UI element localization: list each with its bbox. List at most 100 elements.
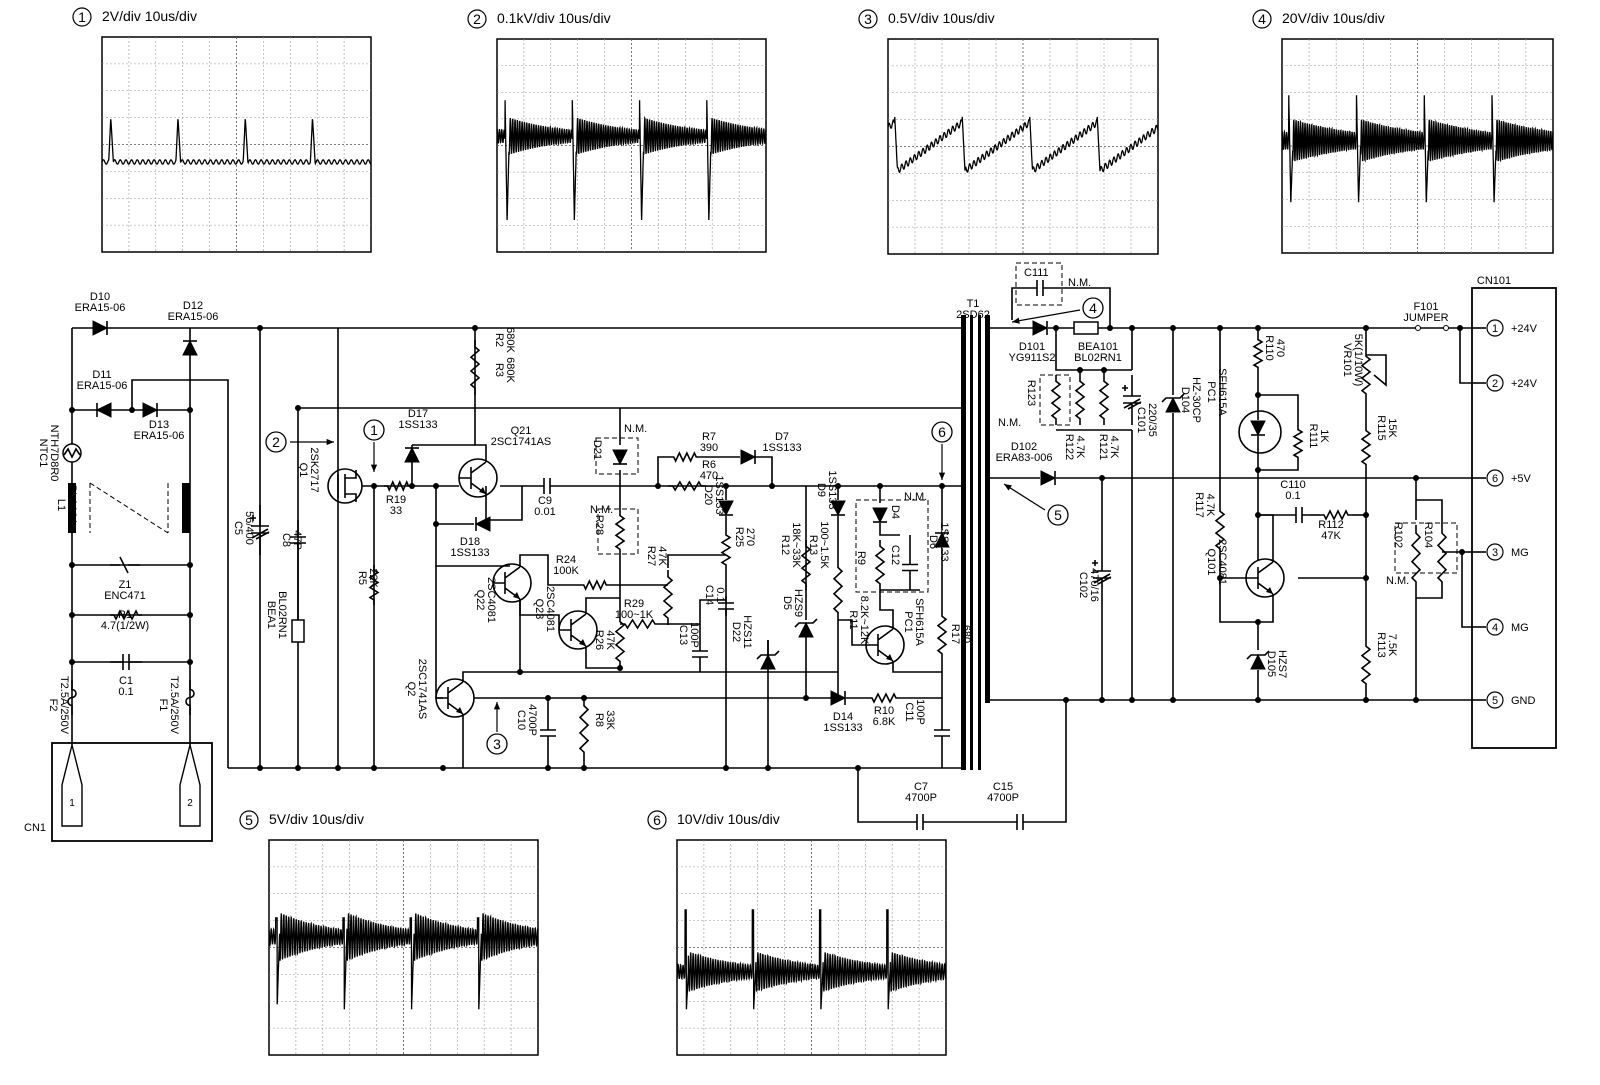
probe-arrow-line	[1003, 483, 1046, 511]
r25-label-line: 270	[744, 528, 756, 546]
junction-dot	[1101, 367, 1107, 373]
q22-label-line: 2SC4081	[485, 577, 497, 623]
d102-symbol	[1040, 470, 1057, 486]
c14-label-line: C14	[703, 585, 715, 605]
bea101-label-line: BL02RN1	[1074, 352, 1122, 364]
r121-label-line: 4.7K	[1108, 436, 1120, 459]
d5-cathode-bar	[794, 618, 818, 628]
bea101-bead-symbol	[1073, 321, 1099, 335]
q23-emitter-arrow	[579, 639, 586, 646]
r115-label-line: 15K	[1386, 418, 1398, 438]
r9-label-line: R9	[855, 551, 867, 565]
c15-label-line: C15	[993, 781, 1013, 793]
junction-dot	[1255, 325, 1261, 331]
r110-symbol	[1252, 335, 1264, 372]
q101-label-line: Q101	[1205, 549, 1217, 576]
junction-dot	[187, 562, 193, 568]
r2-r3-symbol	[469, 340, 481, 395]
bea1-label-line: BEA1	[265, 601, 277, 629]
ntc1-thermistor-mark	[63, 447, 81, 459]
probe-arrow-head	[1012, 317, 1020, 324]
probe-circle	[265, 431, 287, 453]
wire	[462, 671, 520, 682]
cn1-connector-box	[51, 742, 213, 842]
junction-dot	[1457, 325, 1463, 331]
cn101-pin-number: 4	[1492, 622, 1498, 634]
c7-label-line: 4700P	[905, 792, 937, 804]
cn101-pin-label: MG	[1511, 547, 1529, 559]
r7-label-line: R7	[702, 431, 716, 443]
q2-label-line: 2SC1741AS	[416, 659, 428, 720]
probe-circle	[1047, 504, 1069, 526]
r6-label-line: R6	[702, 459, 716, 471]
f2-symbol	[67, 680, 77, 715]
junction-dot	[433, 521, 439, 527]
r122-symbol	[1074, 375, 1086, 425]
d6-label-line: D6	[927, 535, 939, 549]
c14-symbol	[718, 596, 734, 616]
c110-label-line: 0.1	[1285, 490, 1300, 502]
f101-label-line: JUMPER	[1403, 312, 1448, 324]
t1-secondary-winding	[985, 315, 990, 703]
junction-dot	[1413, 475, 1419, 481]
nm-label: N.M.	[590, 504, 613, 516]
q21-label-line: Q21	[511, 425, 532, 437]
probe-arrow-line	[1011, 309, 1081, 323]
probe-arrow-head	[370, 464, 378, 472]
d13-label-line: ERA15-06	[134, 430, 185, 442]
junction-dot	[257, 325, 263, 331]
r13-symbol	[832, 560, 844, 620]
r13-label-line: R13	[807, 535, 819, 555]
cn101-pin-label: +5V	[1511, 473, 1532, 485]
r121-symbol	[1098, 375, 1110, 425]
r112-label-line: 47K	[1321, 530, 1341, 542]
q101-label-line: 2SC4081	[1216, 539, 1228, 585]
d22-symbol	[760, 653, 776, 670]
bea101-label-line: BEA101	[1078, 341, 1118, 353]
probe-circle	[363, 419, 385, 441]
d17-label-line: D17	[408, 408, 428, 420]
junction-dot	[1077, 367, 1083, 373]
r26-label-line: 47K	[604, 630, 616, 650]
f2-label-line: F2	[47, 699, 59, 712]
r117-label-line: R117	[1193, 492, 1205, 517]
cn101-pin-circle	[1486, 469, 1504, 487]
probe-circle	[486, 733, 508, 755]
junction-dot	[257, 765, 263, 771]
probe-arrow-head	[493, 702, 501, 710]
c1-label-line: C1	[119, 675, 133, 687]
d11-symbol	[95, 402, 112, 418]
q22-emitter-arrow	[513, 592, 520, 599]
r25-symbol	[720, 530, 732, 570]
r122-label-line: 4.7K	[1074, 436, 1086, 459]
cn101-label: CN101	[1477, 275, 1511, 287]
wire	[585, 597, 620, 614]
scope-waveform	[268, 913, 539, 1010]
q22-label-line: Q22	[474, 590, 486, 611]
d14-label-line: D14	[833, 711, 853, 723]
wire	[1366, 354, 1387, 387]
pc1-led-symbol	[1250, 420, 1266, 437]
f1-label-line: F1	[157, 699, 169, 712]
c9-label-line: C9	[538, 495, 552, 507]
r111-label-line: 1K	[1318, 429, 1330, 443]
scope-number-circle	[72, 7, 92, 27]
probe-number: 3	[493, 736, 501, 752]
r27-label-line: R27	[645, 546, 657, 566]
q1-mosfet-leads	[337, 470, 374, 502]
wire	[1459, 328, 1472, 384]
d17-label-line: 1SS133	[398, 419, 437, 431]
junction-dot	[69, 659, 75, 665]
d9-label-line: D9	[815, 483, 827, 497]
scope-number: 5	[245, 812, 253, 828]
c8-label-line: 47P	[291, 530, 303, 550]
